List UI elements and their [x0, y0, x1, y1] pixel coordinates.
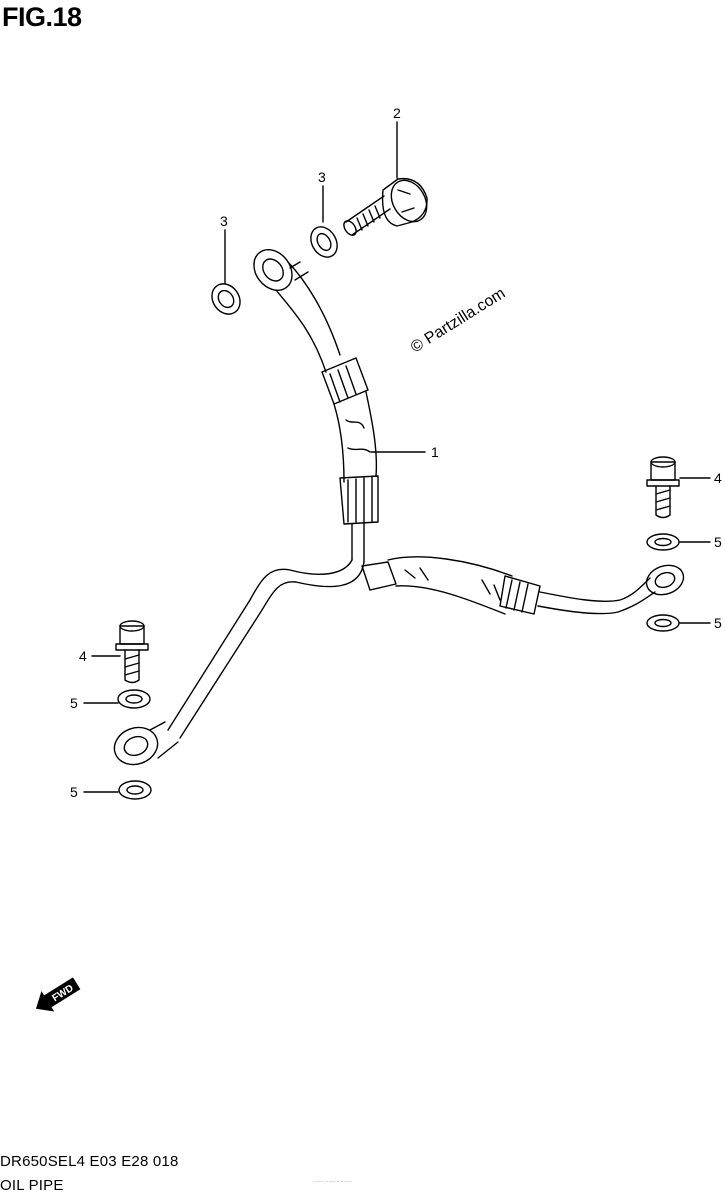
callout-5-right-bottom: 5 [714, 615, 722, 631]
footer-fine-print: ........ ....... .. ........ [313, 1178, 352, 1184]
washer-5-left-bottom [118, 780, 152, 800]
callout-5-right-top: 5 [714, 534, 722, 550]
callout-3-upper: 3 [318, 169, 326, 185]
callout-4-right: 4 [714, 470, 722, 486]
callout-2: 2 [393, 105, 401, 121]
model-code: DR650SEL4 E03 E28 018 [0, 1153, 179, 1170]
bolt-4-left [115, 620, 149, 684]
callout-4-left: 4 [79, 648, 87, 664]
part-name: OIL PIPE [0, 1177, 64, 1194]
washer-5-left-top [117, 689, 151, 709]
callout-5-left-top: 5 [70, 695, 78, 711]
figure-title: FIG.18 [2, 2, 82, 32]
union-bolt-2 [343, 177, 428, 236]
callout-3-left: 3 [220, 213, 228, 229]
washer-5-right-top [646, 533, 680, 551]
oil-pipe-assembly-1 [113, 249, 685, 766]
callout-5-left-bottom: 5 [70, 784, 78, 800]
washer-5-right-bottom [646, 614, 680, 632]
fwd-arrow-icon: FWD [35, 977, 81, 1012]
gasket-3-left [211, 283, 241, 315]
bolt-4-right [646, 456, 680, 519]
gasket-3-upper [310, 226, 338, 258]
callout-1: 1 [431, 444, 439, 460]
